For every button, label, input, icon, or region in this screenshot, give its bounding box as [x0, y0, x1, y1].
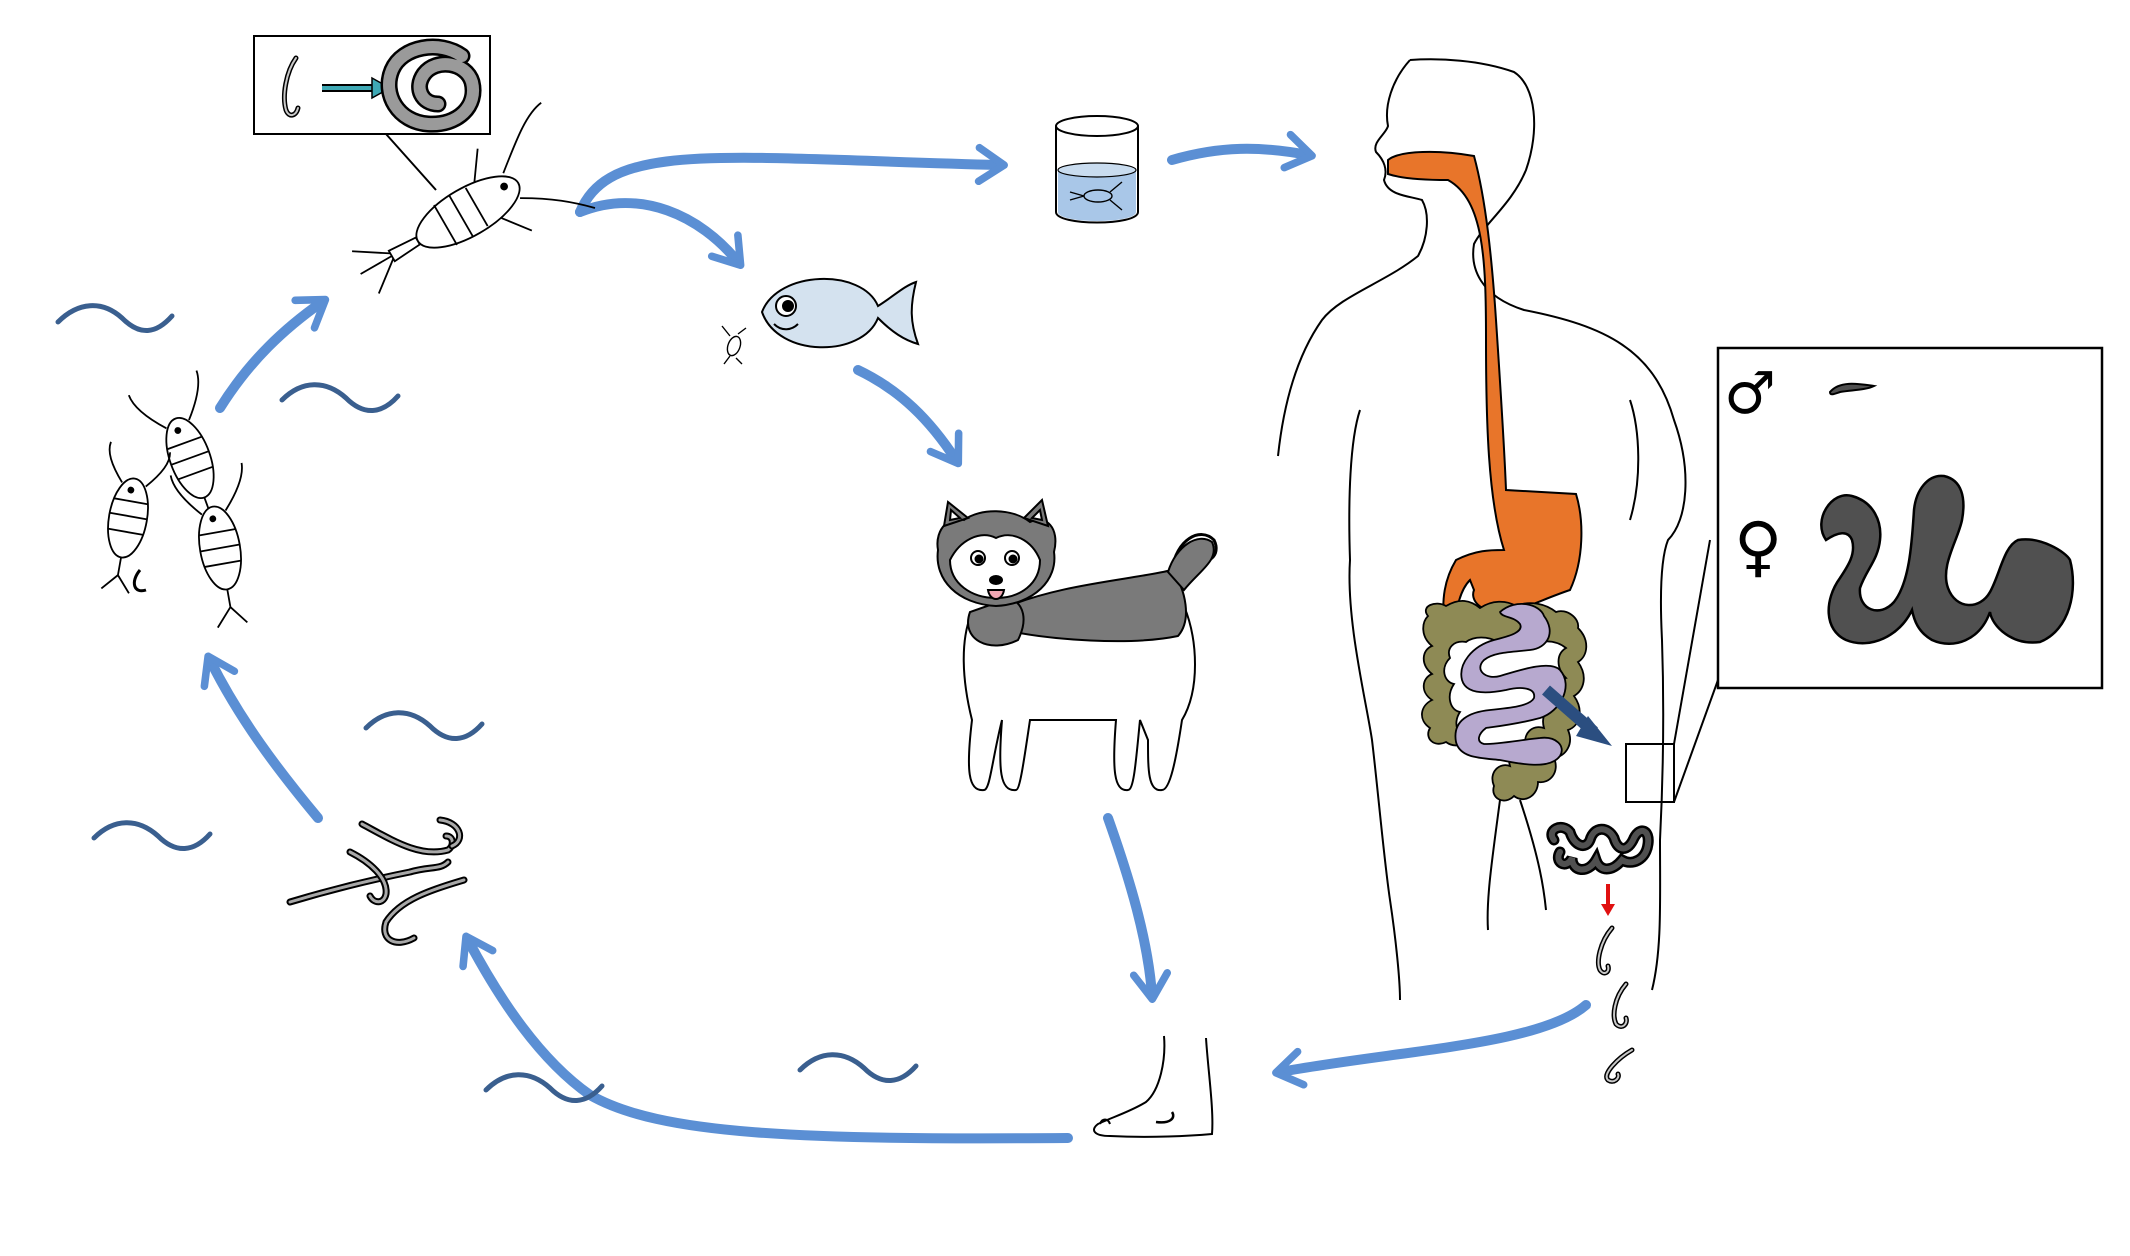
male-symbol: ♂ [1724, 359, 1776, 427]
arrow-larvae-to-copepods [200, 652, 323, 823]
copepod-group [100, 370, 248, 629]
arrow-copepod-to-fish [575, 198, 745, 270]
copepod-in-water [1069, 181, 1123, 211]
cycle-arrows [200, 130, 1591, 1144]
water-worm-3 [363, 710, 485, 741]
arrow-larvae-to-foot [1272, 1000, 1591, 1089]
human-body [1277, 58, 1719, 1001]
larvae [286, 816, 468, 946]
small-intestine [1454, 603, 1567, 766]
larvae-released [1596, 925, 1635, 1084]
glass-of-water [1055, 115, 1139, 224]
arrow-glass-to-mouth [1167, 130, 1316, 172]
water-worm-5 [483, 1072, 605, 1103]
copepod-with-larva [352, 102, 596, 294]
female-symbol: ♀ [1734, 508, 1783, 585]
adult-worms-inset [1716, 346, 2104, 690]
arrow-dog-to-foot [1103, 813, 1172, 1003]
water-worm-2 [279, 382, 401, 413]
water-worm-1 [55, 303, 175, 333]
arrow-fish-to-dog [853, 365, 963, 468]
male-worm-icon [1828, 382, 1878, 396]
arrow-copepod-to-glass [575, 143, 1008, 217]
water-worm-4 [91, 820, 213, 851]
female-worm-icon [1820, 474, 2075, 645]
esophagus [1387, 150, 1583, 621]
water-worms [55, 303, 919, 1103]
fish [760, 278, 920, 349]
body-outline [1277, 58, 1687, 1001]
dog [936, 498, 1218, 792]
arrow-copepods-to-copepod [215, 295, 330, 413]
small-copepod [721, 325, 747, 365]
arrow-foot-to-larvae [459, 932, 1073, 1144]
larva-develop-inset [253, 35, 491, 191]
foot [1093, 1035, 1214, 1138]
water-worm-6 [797, 1052, 919, 1083]
